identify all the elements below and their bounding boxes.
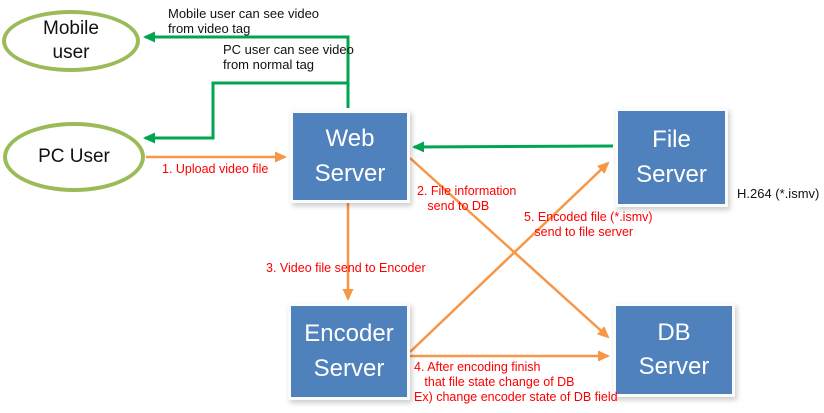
arrow-fileserver-to-webserver: [412, 141, 614, 153]
node-mobile-user-label: Mobile user: [43, 18, 99, 63]
node-encoder-server-label: Encoder Server: [304, 320, 394, 382]
node-db-server: DB Server: [613, 303, 735, 397]
label-pc-user-normal-tag: PC user can see video from normal tag: [223, 42, 354, 72]
label-step-2-file-information: 2. File information send to DB: [417, 184, 517, 213]
arrow-webserver-to-pc-user: [143, 81, 348, 144]
label-mobile-user-video-tag: Mobile user can see video from video tag: [168, 6, 320, 36]
arrow-2-file-information-to-db: [409, 157, 610, 339]
label-step-4-after-encoding-finish: 4. After encoding finish that file state…: [414, 360, 618, 404]
node-mobile-user: Mobile user: [2, 10, 140, 72]
label-step-3-video-file-to-encoder: 3. Video file send to Encoder: [266, 261, 426, 275]
node-web-server-label: Web Server: [314, 125, 386, 187]
node-pc-user-label: PC User: [38, 146, 110, 168]
node-web-server: Web Server: [290, 110, 410, 203]
label-codec-h264: H.264 (*.ismv): [737, 186, 820, 201]
node-pc-user: PC User: [3, 122, 145, 192]
node-file-server: File Server: [615, 108, 728, 207]
node-file-server-label: File Server: [636, 126, 707, 188]
label-step-1-upload-video-file: 1. Upload video file: [162, 162, 269, 176]
node-encoder-server: Encoder Server: [288, 303, 410, 400]
arrow-5-encoded-file-to-fileserver: [409, 161, 610, 353]
node-db-server-label: DB Server: [638, 318, 710, 380]
label-step-5-encoded-file: 5. Encoded file (*.ismv) send to file se…: [524, 210, 653, 239]
